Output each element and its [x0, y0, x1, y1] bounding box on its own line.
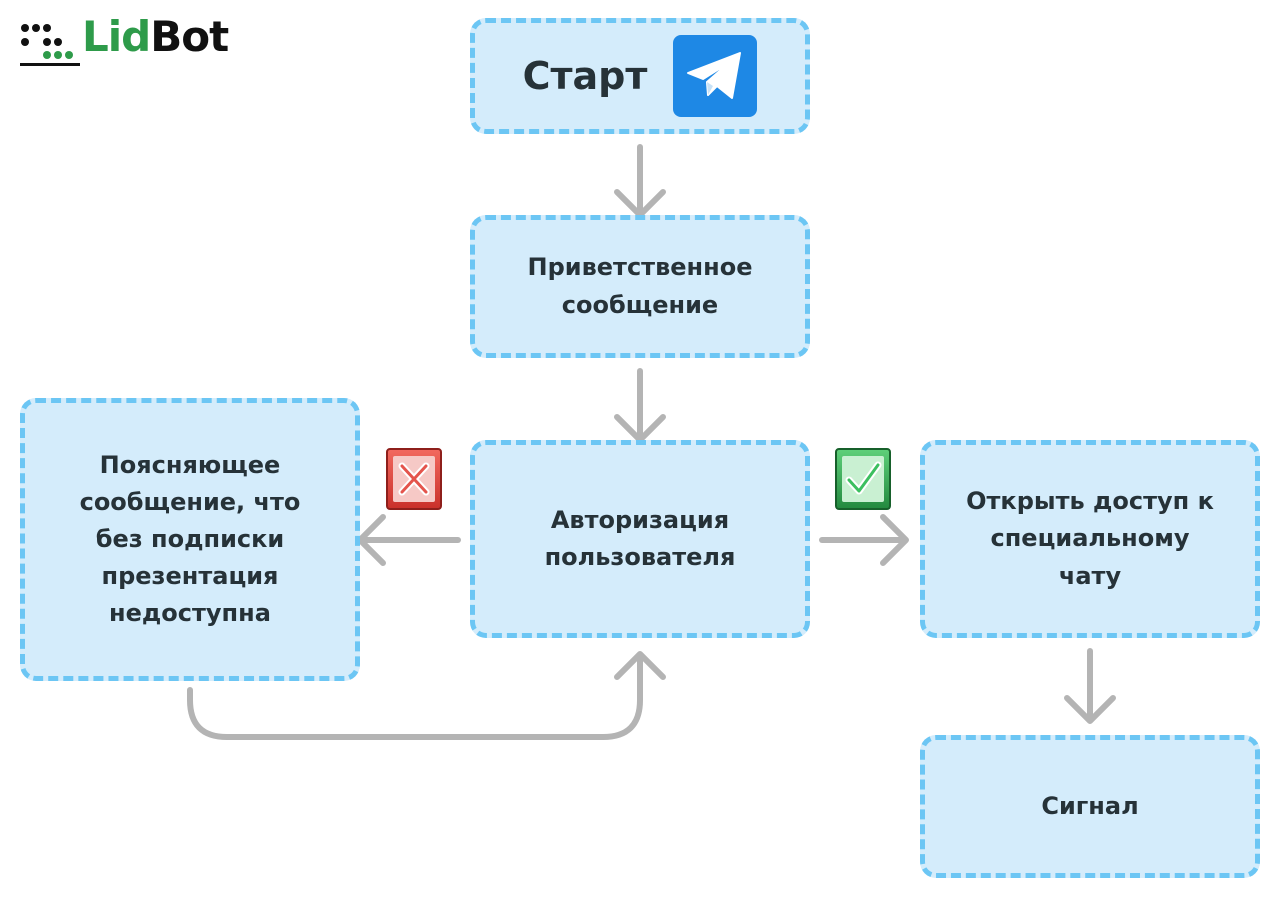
arrow-auth-to-explain [357, 514, 461, 566]
node-welcome-message: Приветственное сообщение [470, 215, 810, 358]
arrow-explain-back-to-auth [187, 651, 666, 740]
node-open-chat-access: Открыть доступ к специальному чату [920, 440, 1260, 638]
arrow-welcome-to-auth [614, 368, 666, 443]
logo-text-bot: Bot [150, 12, 229, 61]
node-user-authorization: Авторизация пользователя [470, 440, 810, 638]
node-explanation-message: Поясняющее сообщение, что без подписки п… [20, 398, 360, 681]
arrow-auth-to-access [819, 514, 909, 566]
node-start-label: Старт [522, 53, 648, 98]
node-explain-label: Поясняющее сообщение, что без подписки п… [79, 450, 301, 628]
arrow-start-to-welcome [614, 144, 666, 218]
node-welcome-label: Приветственное сообщение [527, 253, 753, 319]
logo-text-lid: Lid [82, 12, 151, 61]
node-signal: Сигнал [920, 735, 1260, 878]
telegram-icon [673, 35, 758, 117]
logo-dots-icon [20, 24, 80, 66]
green-check-icon [835, 448, 891, 510]
arrow-access-to-signal [1064, 648, 1116, 724]
lidbot-logo: LidBot [20, 14, 260, 74]
node-signal-label: Сигнал [1041, 791, 1139, 820]
logo-wordmark: LidBot [82, 16, 229, 58]
node-access-label: Открыть доступ к специальному чату [966, 487, 1214, 590]
node-start: Старт [470, 18, 810, 134]
node-auth-label: Авторизация пользователя [544, 505, 736, 571]
red-cross-icon [386, 448, 442, 510]
